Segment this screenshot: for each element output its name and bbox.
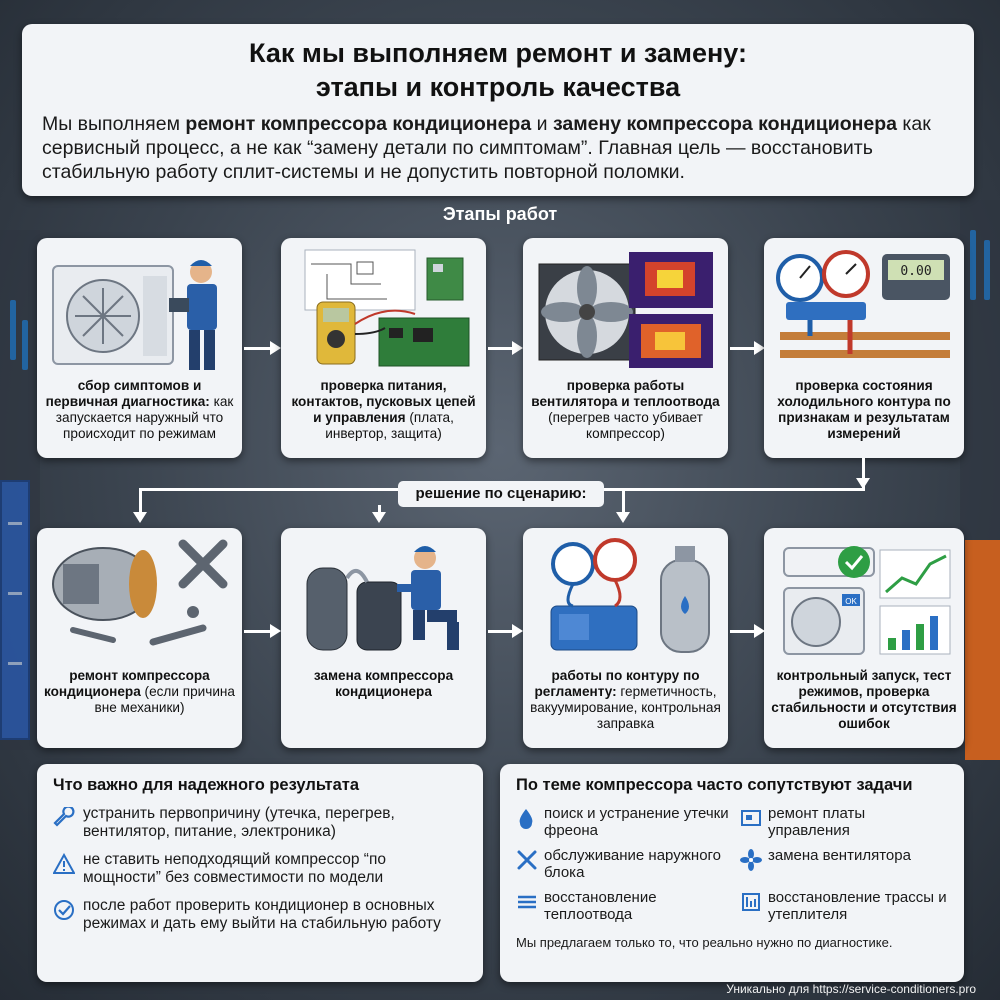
- decision-label: решение по сценарию:: [398, 481, 604, 507]
- flow-arrow: [616, 488, 630, 523]
- background-tool: [984, 240, 990, 300]
- board-icon: [740, 807, 762, 834]
- flow-arrow: [730, 624, 765, 638]
- background-cabinet: [0, 480, 30, 740]
- step-fan-check: проверка работы вентилятора и теплоотвод…: [523, 238, 728, 458]
- related-task: поиск и устранение утечки фреона: [516, 805, 734, 839]
- manifold-gauges-illustration: 0.00: [770, 244, 958, 372]
- important-item: после работ проверить кондиционер в осно…: [53, 897, 467, 933]
- compressor-replacement-illustration: [287, 534, 480, 662]
- related-title: По теме компрессора часто сопутствуют за…: [516, 776, 913, 794]
- important-item: устранить первопричину (утечка, перегрев…: [53, 805, 467, 841]
- multimeter-circuit-illustration: [287, 244, 480, 372]
- wrench-icon: [53, 805, 75, 834]
- background-tool: [10, 300, 16, 360]
- related-note: Мы предлагаем только то, что реально нуж…: [516, 935, 893, 950]
- vacuum-pump-illustration: [529, 534, 722, 662]
- step-caption: замена компрессора кондиционера: [313, 668, 454, 699]
- flow-arrow: [244, 341, 281, 355]
- flow-arrow: [244, 624, 281, 638]
- step-caption: проверка питания, контактов, пусковых це…: [291, 378, 476, 441]
- step-refrigerant-circuit: 0.00 проверка состояния холодильного кон…: [764, 238, 964, 458]
- important-item: не ставить неподходящий компрессор “по м…: [52, 851, 467, 887]
- warning-icon: [52, 852, 76, 880]
- background-tool: [970, 230, 976, 300]
- technician-outdoor-unit-illustration: [43, 244, 236, 372]
- flow-connector: [862, 476, 865, 491]
- compressor-repair-illustration: [43, 534, 236, 662]
- background-machine: [965, 540, 1000, 760]
- svg-text:OK: OK: [845, 597, 857, 606]
- important-card: Что важно для надежного результата устра…: [37, 764, 483, 982]
- important-title: Что важно для надежного результата: [53, 776, 360, 794]
- flow-connector: [604, 488, 865, 491]
- pipe-icon: [740, 891, 762, 918]
- step-caption: сбор симптомов и первичная диагностика: …: [45, 378, 234, 441]
- control-launch-illustration: OK: [770, 534, 958, 662]
- fan-thermal-illustration: [529, 244, 722, 372]
- related-task: замена вентилятора: [740, 847, 950, 881]
- heat-icon: [516, 891, 538, 918]
- step-circuit-works: работы по контуру по регламенту: гермети…: [523, 528, 728, 748]
- related-task: ремонт платы управления: [740, 805, 950, 839]
- related-tasks-list: поиск и устранение утечки фреона ремонт …: [516, 805, 948, 923]
- step-symptoms: сбор симптомов и первичная диагностика: …: [37, 238, 242, 458]
- tools-icon: [516, 849, 538, 876]
- step-control-launch: OK контрольный запуск, тест режимов, про…: [764, 528, 964, 748]
- related-task: восстановление трассы и утеплителя: [740, 889, 950, 923]
- step-caption: работы по контуру по регламенту: гермети…: [530, 668, 721, 731]
- fan-icon: [740, 849, 762, 876]
- check-circle-icon: [53, 899, 75, 926]
- stages-label: Этапы работ: [442, 204, 558, 224]
- flow-arrow: [488, 341, 523, 355]
- step-caption: проверка состояния холодильного контура …: [777, 378, 951, 441]
- related-tasks-card: По теме компрессора часто сопутствуют за…: [500, 764, 964, 982]
- flow-arrow: [133, 488, 147, 523]
- step-compressor-repair: ремонт компрессора кондиционера (если пр…: [37, 528, 242, 748]
- flow-arrow: [488, 624, 523, 638]
- page-title: Как мы выполняем ремонт и замену: этапы …: [249, 38, 747, 102]
- header-card: Как мы выполняем ремонт и замену: этапы …: [22, 24, 974, 196]
- step-caption: ремонт компрессора кондиционера (если пр…: [43, 668, 235, 715]
- drop-icon: [516, 807, 538, 834]
- intro-text: Мы выполняем ремонт компрессора кондицио…: [42, 113, 931, 183]
- related-task: обслуживание наружного блока: [516, 847, 734, 881]
- footer-link: Уникально для https://service-conditione…: [726, 982, 976, 996]
- step-caption: проверка работы вентилятора и теплоотвод…: [531, 378, 720, 441]
- gauge-readout: 0.00: [900, 264, 931, 279]
- step-caption: контрольный запуск, тест режимов, провер…: [771, 668, 957, 731]
- step-compressor-replacement: замена компрессора кондиционера: [281, 528, 486, 748]
- flow-arrow: [730, 341, 765, 355]
- related-task: восстановление теплоотвода: [516, 889, 734, 923]
- step-power-check: проверка питания, контактов, пусковых це…: [281, 238, 486, 458]
- flow-connector: [140, 488, 398, 491]
- background-tool: [22, 320, 28, 370]
- flow-arrow: [372, 505, 386, 523]
